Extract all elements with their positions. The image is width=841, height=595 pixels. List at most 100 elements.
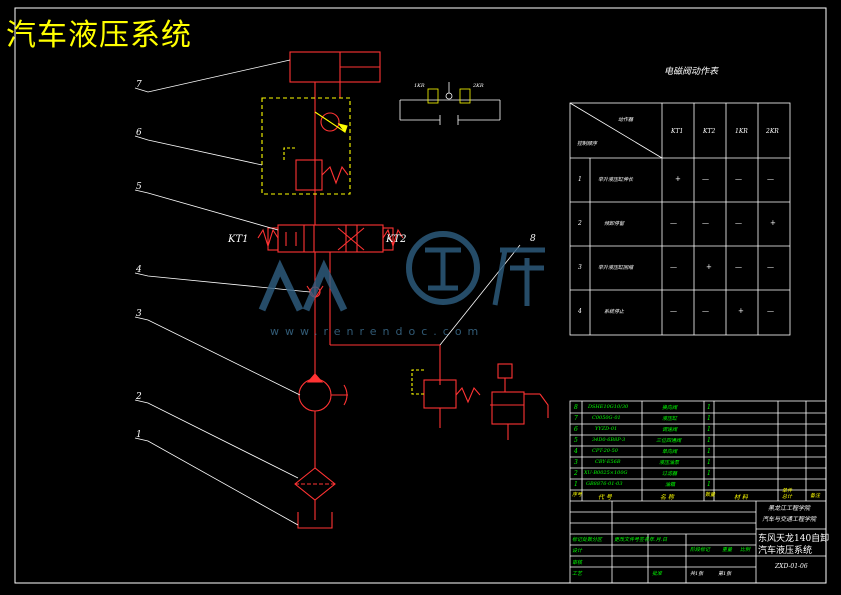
tb-sheet: 第1张 (718, 571, 732, 577)
part-code: YYZD-01 (595, 426, 618, 432)
part-qty: 1 (707, 404, 711, 411)
drawing-frame (14, 7, 827, 584)
solenoid-circuit (399, 82, 501, 125)
part-code: CPT-20-50 (592, 448, 618, 454)
table-cell: + (675, 175, 681, 183)
solenoid-label-1kr: 1KR (414, 83, 425, 89)
tb-row2c: 比例 (740, 547, 751, 553)
table-cell: — (702, 219, 709, 227)
part-qty: 1 (707, 470, 711, 477)
hydraulic-pump (298, 378, 332, 412)
part-qty: 1 (707, 481, 711, 488)
leader-lines (134, 59, 311, 526)
tb-approve: 批准 (652, 571, 663, 577)
label-8: 8 (530, 234, 536, 244)
table-cell: — (702, 175, 709, 183)
part-num: 5 (574, 437, 578, 444)
part-qty: 1 (707, 415, 711, 422)
table-cell: — (735, 219, 742, 227)
label-1: 1 (136, 430, 142, 440)
part-code: XU-B0025×100G (584, 470, 628, 476)
part-num: 7 (574, 415, 578, 422)
part-code: 34D0-6B8P-3 (592, 437, 626, 443)
table-row-name: 举升液压缸伸长 (598, 177, 634, 183)
table-row-name: 倾卸停留 (604, 221, 625, 227)
tb-row1b: 更改文件号签名年.月.日 (614, 537, 668, 543)
part-name: 液压油泵 (659, 460, 680, 466)
table-row-name: 系统停止 (604, 309, 625, 315)
flow-control-valve (261, 97, 351, 195)
table-cell: — (670, 219, 677, 227)
part-name: 液压缸 (662, 416, 678, 422)
table-row-num: 3 (578, 264, 582, 271)
table-cell: + (706, 263, 712, 271)
part-code: CBY-E56B (595, 459, 621, 465)
title-block-grid (569, 400, 827, 584)
tb-sheets: 共1张 (690, 571, 704, 577)
parts-header-num: 序号 (572, 492, 583, 498)
table-cell: — (767, 263, 774, 271)
col-header: KT2 (703, 128, 716, 135)
parts-header-weight: 单件 总计 (782, 488, 793, 500)
parts-header-note: 备注 (810, 493, 821, 499)
table-row-num: 1 (578, 176, 582, 183)
table-corner-top: 动作器 (618, 117, 634, 123)
tb-process: 工艺 (572, 571, 583, 577)
part-num: 6 (574, 426, 578, 433)
part-name: 单向阀 (662, 449, 678, 455)
part-qty: 1 (707, 437, 711, 444)
solenoid-label-2kr: 2KR (473, 83, 484, 89)
part-num: 2 (574, 470, 578, 477)
col-header: KT1 (671, 128, 684, 135)
table-cell: — (735, 263, 742, 271)
part-qty: 1 (707, 426, 711, 433)
action-table-title: 电磁阀动作表 (664, 67, 719, 77)
col-header: 1KR (735, 128, 748, 135)
part-num: 3 (574, 459, 578, 466)
table-cell: — (767, 175, 774, 183)
tb-design: 设计 (572, 548, 583, 554)
part-num: 8 (574, 404, 578, 411)
label-5: 5 (136, 182, 142, 192)
tb-row2b: 重量 (722, 547, 733, 553)
part-name: 三位四通阀 (656, 438, 682, 444)
action-table-grid (569, 102, 791, 336)
part-name: 换向阀 (662, 405, 678, 411)
part-name: 过滤器 (662, 471, 678, 477)
table-row-name: 举升液压缸回缩 (598, 265, 634, 271)
table-cell: + (738, 307, 744, 315)
drawing-title: 汽车液压系统 (6, 18, 192, 53)
part-num: 4 (574, 448, 578, 455)
part-name: 调速阀 (662, 427, 678, 433)
label-2: 2 (136, 392, 142, 402)
parts-header-material: 材 料 (734, 494, 748, 501)
part-qty: 1 (707, 459, 711, 466)
valve-label-kt2: KT2 (386, 234, 407, 245)
table-row-num: 4 (578, 308, 582, 315)
watermark-url: www.renrendoc.com (270, 325, 485, 338)
parts-header-name: 名 称 (660, 494, 674, 501)
part-num: 1 (574, 481, 578, 488)
table-cell: + (770, 219, 776, 227)
table-corner-bottom: 控制顺序 (577, 141, 598, 147)
solenoid-stop-valve (491, 391, 525, 425)
table-row-num: 2 (578, 220, 582, 227)
label-7: 7 (136, 80, 142, 90)
table-cell: — (767, 307, 774, 315)
tb-dept: 汽车与交通工程学院 (762, 516, 817, 523)
oil-tank (297, 512, 333, 529)
part-code: C0050G-01 (592, 415, 621, 421)
hydraulic-circuit (257, 51, 549, 529)
tb-drawing-no: ZXD-01-06 (775, 563, 808, 570)
part-code: DSHE10G10/30 (588, 404, 629, 410)
part-code: GB8876-01-03 (586, 481, 623, 487)
table-cell: — (670, 263, 677, 271)
label-4: 4 (136, 265, 142, 275)
valve-label-kt1: KT1 (228, 234, 249, 245)
col-header: 2KR (766, 128, 779, 135)
tb-row2a: 阶段标记 (690, 547, 711, 553)
table-cell: — (735, 175, 742, 183)
parts-header-code: 代 号 (598, 494, 612, 501)
part-qty: 1 (707, 448, 711, 455)
